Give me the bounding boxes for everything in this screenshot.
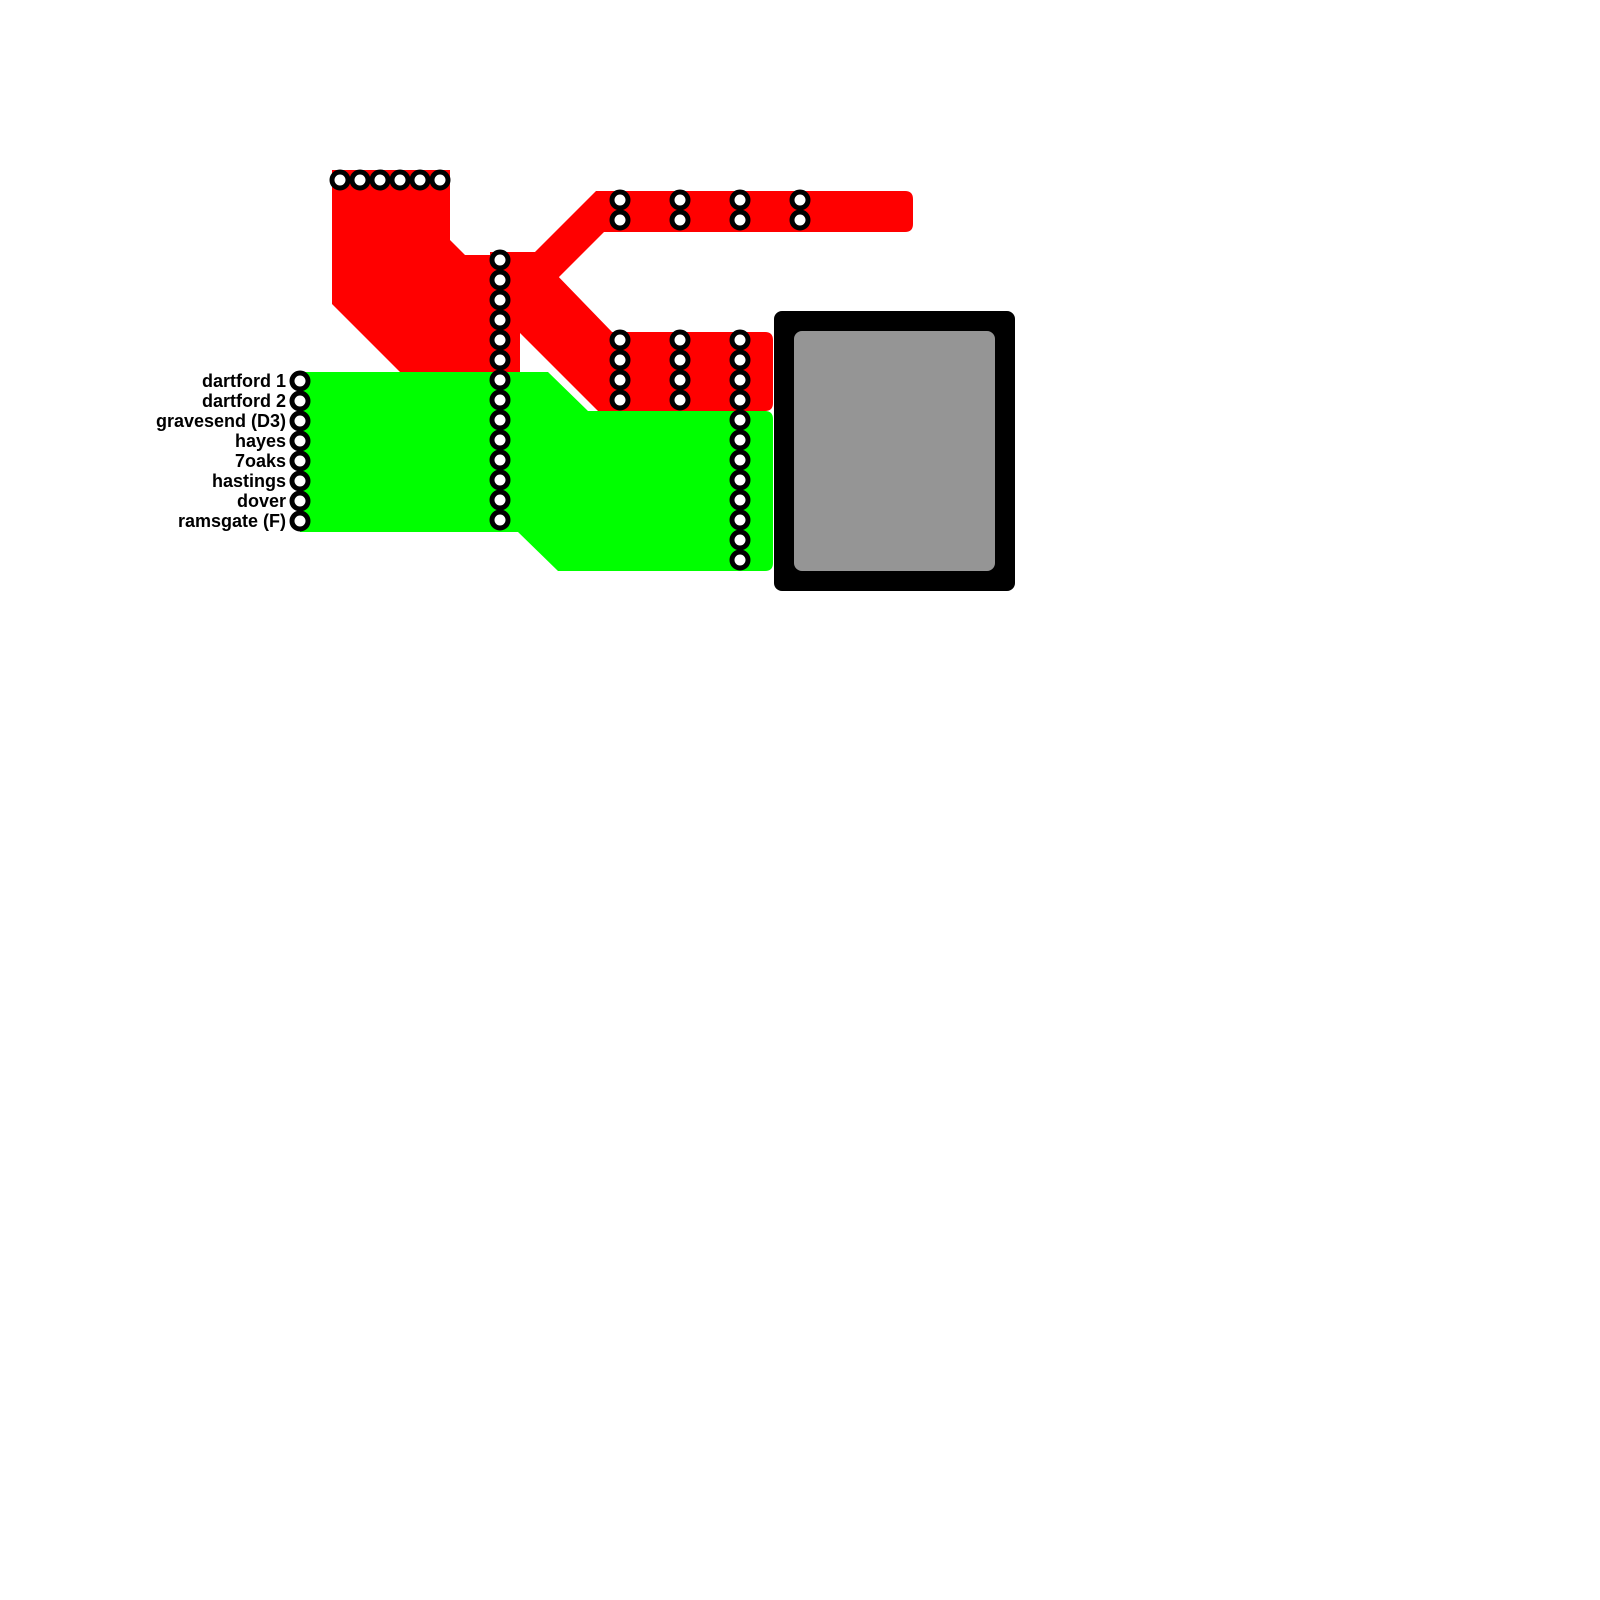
junction-station-6 [489,349,511,371]
upper-branch-station-3a [729,189,751,211]
terminal-approach-station-10 [729,509,751,531]
junction-station-14 [489,509,511,531]
terminal-approach-station-4 [729,389,751,411]
upper-branch-station-2a [669,189,691,211]
origin-station-2 [349,169,371,191]
route-station-4 [289,430,311,452]
junction-station-4 [489,309,511,331]
upper-branch-station-4b [789,209,811,231]
green-route-bundle [300,372,773,571]
route-label: dartford 1 [202,371,286,391]
route-station-2 [289,390,311,412]
upper-branch-station-4a [789,189,811,211]
terminal-approach-station-9 [729,489,751,511]
terminal-approach-station-11 [729,529,751,551]
lower-branch-station-2-3 [669,369,691,391]
junction-station-9 [489,409,511,431]
junction-station-7 [489,369,511,391]
route-station-6 [289,470,311,492]
route-station-8 [289,510,311,532]
route-label: 7oaks [235,451,286,471]
origin-station-1 [329,169,351,191]
upper-branch-station-1b [609,209,631,231]
junction-station-12 [489,469,511,491]
origin-station-5 [409,169,431,191]
terminal-approach-station-5 [729,409,751,431]
route-station-7 [289,490,311,512]
junction-station-2 [489,269,511,291]
lower-branch-station-2-2 [669,349,691,371]
route-label: ramsgate (F) [178,511,286,531]
station-markers [289,169,811,571]
route-station-1 [289,370,311,392]
origin-station-3 [369,169,391,191]
route-station-3 [289,410,311,432]
terminal-approach-station-7 [729,449,751,471]
origin-station-4 [389,169,411,191]
lower-branch-station-1-4 [609,389,631,411]
origin-station-6 [429,169,451,191]
lower-branch-station-1-3 [609,369,631,391]
route-label: dover [237,491,286,511]
terminal-approach-station-8 [729,469,751,491]
junction-station-8 [489,389,511,411]
junction-station-13 [489,489,511,511]
red-bundle-west-block [332,170,500,372]
red-bundle-lower-branch [498,270,773,411]
terminal-approach-station-3 [729,369,751,391]
lower-branch-station-1-2 [609,349,631,371]
upper-branch-station-2b [669,209,691,231]
lower-branch-station-2-4 [669,389,691,411]
junction-station-11 [489,449,511,471]
lower-branch-station-1-1 [609,329,631,351]
terminal-panel [794,331,995,571]
junction-station-3 [489,289,511,311]
route-label: hayes [235,431,286,451]
junction-station-10 [489,429,511,451]
upper-branch-station-3b [729,209,751,231]
terminal-box [774,311,1015,591]
route-station-5 [289,450,311,472]
junction-station-1 [489,249,511,271]
terminal-approach-station-6 [729,429,751,451]
terminal-approach-station-2 [729,349,751,371]
route-label: hastings [212,471,286,491]
terminal-approach-station-12 [729,549,751,571]
upper-branch-station-1a [609,189,631,211]
route-label: gravesend (D3) [156,411,286,431]
terminal-approach-station-1 [729,329,751,351]
red-bundle-upper-branch [498,191,913,284]
junction-station-5 [489,329,511,351]
lower-branch-station-2-1 [669,329,691,351]
green-bundle-body [300,372,773,571]
route-label: dartford 2 [202,391,286,411]
